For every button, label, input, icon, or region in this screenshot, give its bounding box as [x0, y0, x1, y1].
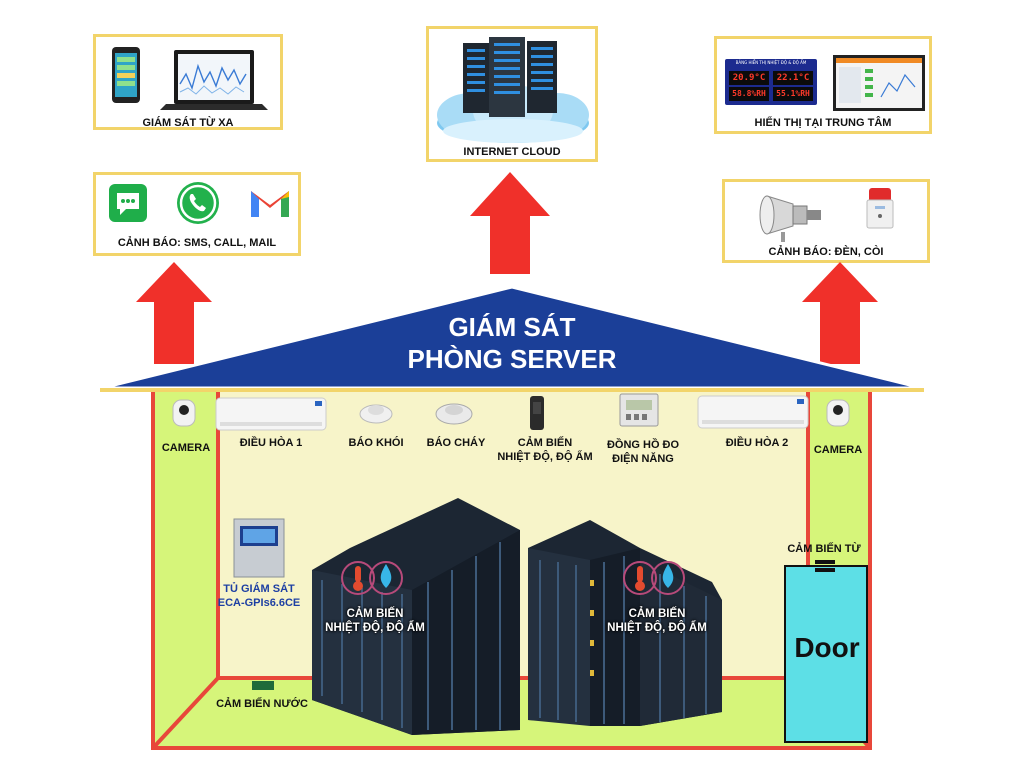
- water-sensor-icon: [252, 681, 274, 690]
- ac2-label: ĐIỀU HÒA 2: [725, 437, 789, 449]
- alert-light-siren-card: CẢNH BÁO: ĐÈN, CÒI: [722, 179, 930, 263]
- rack-sensor-right-label: CẢM BIẾN NHIỆT ĐỘ, ĐỘ ẨM: [602, 607, 712, 635]
- cloud-server-icon: [437, 37, 589, 143]
- smoke-detector-icon: [359, 404, 393, 424]
- monitoring-cabinet-label: TỦ GIÁM SÁT ECA-GPIs6.6CE: [212, 582, 306, 610]
- remote-monitoring-card: GIÁM SÁT TỪ XA: [93, 34, 283, 130]
- display-temp-2: 22.1°C: [773, 71, 813, 85]
- monitoring-cabinet-line2: ECA-GPIs6.6CE: [217, 597, 301, 609]
- alert-sms-call-mail-label: CẢNH BÁO: SMS, CALL, MAIL: [117, 237, 277, 249]
- power-meter-line1: ĐỒNG HỒ ĐO: [606, 439, 680, 451]
- up-arrow-right: [802, 262, 878, 364]
- horn-speaker-icon: [759, 195, 821, 242]
- remote-monitoring-label: GIÁM SÁT TỪ XA: [142, 117, 234, 129]
- display-board-heading: BẢNG HIỂN THỊ NHIỆT ĐỘ & ĐỘ ẨM: [735, 60, 807, 65]
- camera-right-icon: [826, 399, 850, 427]
- gmail-icon: [251, 191, 289, 217]
- fire-detector-label: BÁO CHÁY: [426, 437, 486, 449]
- alert-sms-call-mail-card: CẢNH BÁO: SMS, CALL, MAIL: [93, 172, 301, 256]
- monitoring-cabinet-line1: TỦ GIÁM SÁT: [223, 583, 295, 595]
- main-title-line2: PHÒNG SERVER: [407, 344, 617, 374]
- phone-call-icon: [177, 182, 219, 224]
- display-humidity-2: 55.1%RH: [773, 87, 813, 101]
- rack-sensor-left-label: CẢM BIẾN NHIỆT ĐỘ, ĐỘ ẨM: [320, 607, 430, 635]
- camera-right-label: CAMERA: [813, 444, 863, 456]
- air-conditioner-1-icon: [215, 397, 327, 431]
- power-meter-line2: ĐIỆN NĂNG: [612, 453, 674, 465]
- rack-temp-humidity-icon-left: [341, 561, 403, 595]
- rack-temp-humidity-icon-right: [623, 561, 685, 595]
- door-panel: [784, 565, 868, 743]
- alert-light-siren-label: CẢNH BÁO: ĐÈN, CÒI: [768, 246, 884, 258]
- monitoring-cabinet-icon: [233, 518, 285, 578]
- main-title: GIÁM SÁT PHÒNG SERVER: [362, 311, 662, 375]
- internet-cloud-card: INTERNET CLOUD: [426, 26, 598, 162]
- server-racks-icon: [312, 498, 722, 735]
- temp-humidity-sensor-line2: NHIỆT ĐỘ, ĐỘ ẨM: [497, 451, 593, 463]
- siren-light-icon: [866, 188, 894, 229]
- up-arrow-center: [470, 172, 550, 274]
- fire-detector-icon: [435, 403, 473, 425]
- power-meter-label: ĐỒNG HỒ ĐO ĐIỆN NĂNG: [596, 438, 690, 466]
- internet-cloud-label: INTERNET CLOUD: [463, 146, 561, 158]
- roof: [102, 287, 922, 388]
- temp-humidity-sensor-line1: CẢM BIẾN: [517, 437, 573, 449]
- display-board: BẢNG HIỂN THỊ NHIỆT ĐỘ & ĐỘ ẨM 20.9°C 58…: [725, 59, 817, 105]
- main-title-line1: GIÁM SÁT: [448, 312, 576, 342]
- temp-humidity-sensor-label: CẢM BIẾN NHIỆT ĐỘ, ĐỘ ẨM: [488, 436, 602, 464]
- monitor-software-icon: [833, 55, 925, 111]
- camera-left-label: CAMERA: [161, 442, 211, 454]
- sms-icon: [109, 184, 147, 222]
- display-humidity-1: 58.8%RH: [729, 87, 769, 101]
- air-conditioner-2-icon: [697, 395, 809, 429]
- door-label: Door: [794, 632, 860, 663]
- phone-laptop-icon: [112, 47, 268, 110]
- central-display-card: BẢNG HIỂN THỊ NHIỆT ĐỘ & ĐỘ ẨM 20.9°C 58…: [714, 36, 932, 134]
- camera-left-icon: [172, 399, 196, 427]
- central-display-label: HIỂN THỊ TẠI TRUNG TÂM: [754, 117, 892, 129]
- rack-sensor-right-line2: NHIỆT ĐỘ, ĐỘ ẨM: [607, 622, 707, 634]
- up-arrow-left: [136, 262, 212, 364]
- smoke-detector-label: BÁO KHÓI: [348, 437, 404, 449]
- temperature-humidity-sensor-icon: [530, 396, 544, 430]
- rack-sensor-left-line1: CẢM BIẾN: [346, 608, 404, 620]
- ac1-label: ĐIỀU HÒA 1: [239, 437, 303, 449]
- water-sensor-label: CẢM BIẾN NƯỚC: [216, 698, 308, 710]
- magnetic-sensor-label: CẢM BIẾN TỪ: [787, 543, 861, 555]
- display-temp-1: 20.9°C: [729, 71, 769, 85]
- rack-sensor-left-line2: NHIỆT ĐỘ, ĐỘ ẨM: [325, 622, 425, 634]
- rack-sensor-right-line1: CẢM BIẾN: [628, 608, 686, 620]
- power-meter-icon: [619, 393, 659, 427]
- magnetic-sensor-icon: [815, 560, 835, 572]
